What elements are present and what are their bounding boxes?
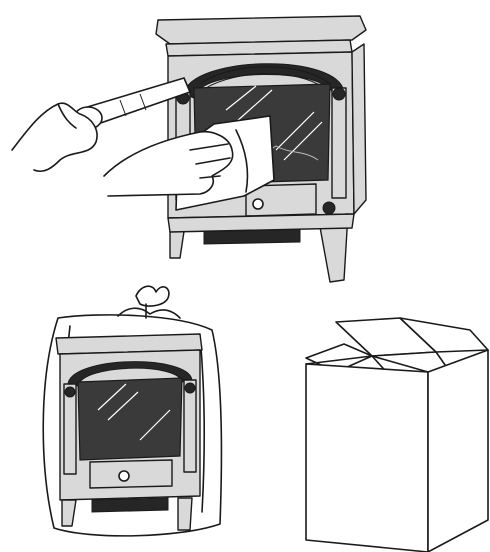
cardboard-box-icon	[306, 318, 488, 552]
cleaning-panel	[12, 16, 366, 282]
bagging-panel	[43, 286, 221, 536]
bagged-heater-icon	[56, 334, 202, 530]
boxing-panel	[306, 318, 488, 552]
